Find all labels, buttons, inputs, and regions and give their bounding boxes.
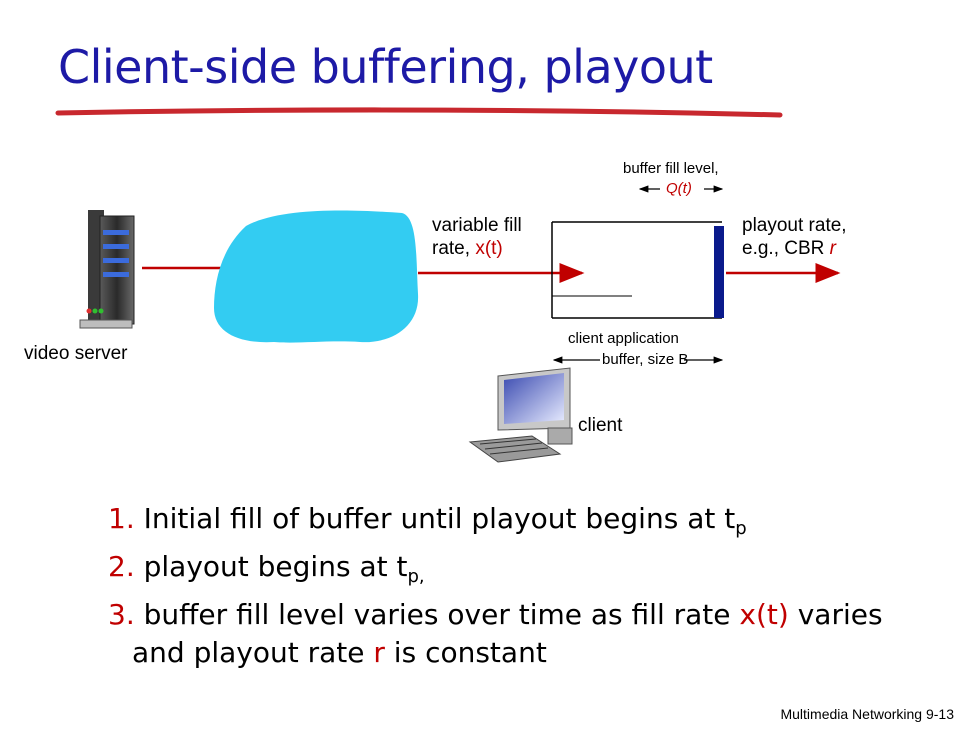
client-computer-icon xyxy=(468,367,573,463)
client-label: client xyxy=(578,415,623,436)
client-buffer-label: client application xyxy=(568,330,679,347)
slide-footer: Multimedia Networking 9-13 xyxy=(780,706,954,722)
slide-title: Client-side buffering, playout xyxy=(58,40,713,94)
video-server-label: video server xyxy=(24,343,128,364)
list-item: 3. buffer fill level varies over time as… xyxy=(108,598,883,631)
client-buffer-box xyxy=(551,221,724,319)
buffer-fill-level-label: buffer fill level, xyxy=(623,160,719,177)
playout-rate-label: playout rate, e.g., CBR r xyxy=(742,215,847,259)
buffer-fill-variable: Q(t) xyxy=(666,180,692,197)
steps-list: 1. Initial fill of buffer until playout … xyxy=(108,500,883,672)
video-server-icon xyxy=(79,210,135,329)
title-underline xyxy=(55,107,783,118)
list-item: 2. playout begins at tp, xyxy=(108,550,425,587)
fill-rate-label: variable fill rate, x(t) xyxy=(432,215,522,259)
list-item: 1. Initial fill of buffer until playout … xyxy=(108,502,747,539)
fill-rate-variable: x(t) xyxy=(475,238,503,259)
playout-rate-variable: r xyxy=(829,238,836,259)
list-item-continuation: and playout rate r is constant xyxy=(132,636,547,669)
buffer-fill-level xyxy=(714,226,724,318)
network-cloud-icon xyxy=(214,210,419,343)
buffer-size-label: buffer, size B xyxy=(602,351,689,368)
